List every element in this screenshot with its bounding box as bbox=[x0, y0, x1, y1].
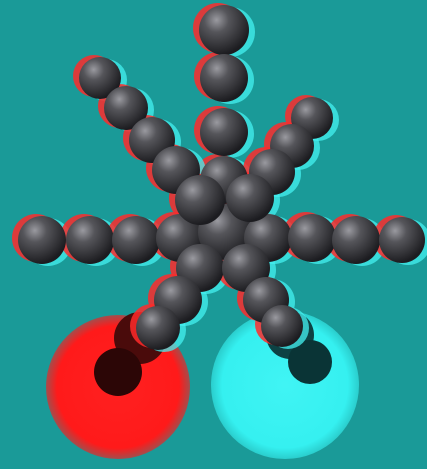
red-disc-dark-sphere bbox=[94, 348, 142, 396]
gray-sphere bbox=[288, 214, 336, 262]
gray-sphere bbox=[226, 174, 274, 222]
gray-sphere bbox=[79, 57, 121, 99]
gray-sphere bbox=[136, 306, 180, 350]
gray-sphere bbox=[175, 175, 225, 225]
gray-sphere bbox=[261, 305, 303, 347]
gray-sphere bbox=[200, 108, 248, 156]
gray-sphere bbox=[104, 86, 148, 130]
gray-sphere bbox=[18, 216, 66, 264]
gray-sphere bbox=[200, 54, 248, 102]
gray-sphere bbox=[66, 216, 114, 264]
gray-sphere bbox=[332, 216, 380, 264]
sphere-chain bbox=[18, 5, 425, 350]
gray-sphere bbox=[379, 217, 425, 263]
gray-sphere bbox=[112, 216, 160, 264]
gray-sphere bbox=[199, 5, 249, 55]
cyan-disc-dark-sphere bbox=[288, 340, 332, 384]
